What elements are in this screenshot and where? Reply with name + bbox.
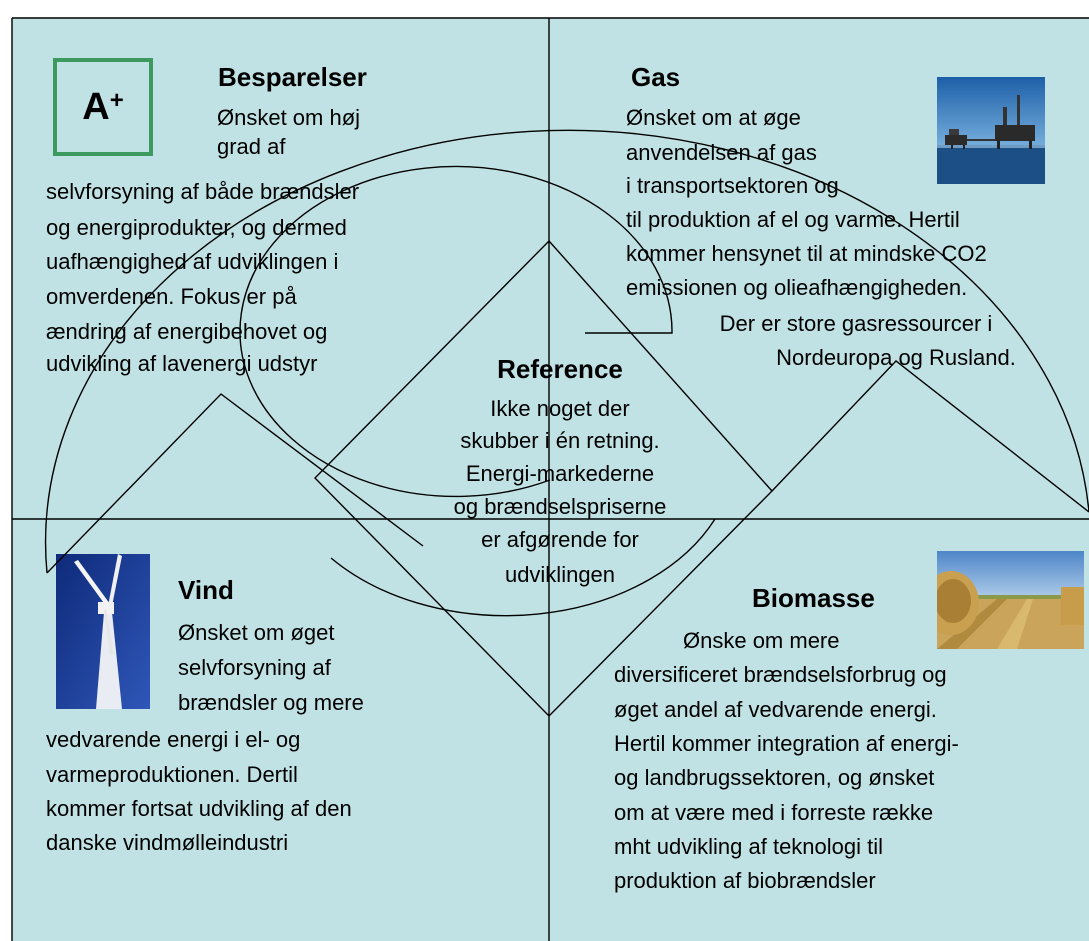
biomasse-line: om at være med i forreste række <box>614 800 934 825</box>
reference-line: skubber i én retning. <box>460 428 660 453</box>
reference-line: Energi-markederne <box>465 461 655 486</box>
inner-circle-arc <box>239 165 673 498</box>
biomasse-line: mht udvikling af teknologi til <box>614 834 884 859</box>
besparelser-line: udvikling af lavenergi udstyr <box>46 351 318 376</box>
biomasse-line: og landbrugssektoren, og ønsket <box>614 765 935 790</box>
biomasse-line: Ønske om mere <box>683 628 840 653</box>
biomasse-line: øget andel af vedvarende energi. <box>614 697 937 722</box>
energy-label-main: A <box>82 85 110 128</box>
vind-line: Ønsket om øget <box>178 620 335 645</box>
besparelser-line: og energiprodukter, og dermed <box>46 215 347 240</box>
hay-bales-field-photo <box>937 551 1084 649</box>
gas-line: i transportsektoren og <box>626 173 839 198</box>
biomasse-line: diversificeret brændselsforbrug og <box>614 662 947 687</box>
reference-line: er afgørende for <box>481 527 639 552</box>
biomasse-line: produktion af biobrændsler <box>614 868 876 893</box>
gas-line: Der er store gasressourcer i <box>719 311 993 336</box>
reference-line: Ikke noget der <box>490 396 630 421</box>
vind-line: selvforsyning af <box>178 655 331 680</box>
gas-line: til produktion af el og varme. Hertil <box>626 207 960 232</box>
vind-line: brændsler og mere <box>178 690 364 715</box>
gas-line: Ønsket om at øge <box>626 105 801 130</box>
offshore-gas-platform-photo <box>937 77 1045 184</box>
vind-line: vedvarende energi i el- og <box>46 727 301 752</box>
central-diamond <box>314 239 773 717</box>
energy-label-sup: + <box>109 87 124 114</box>
vind-line: danske vindmølleindustri <box>46 830 289 855</box>
diagram-panel <box>12 18 1089 941</box>
energy-label-icon: A+ <box>53 58 153 156</box>
besparelser-line: Ønsket om høj <box>217 105 361 130</box>
reference-title: Reference <box>497 354 623 384</box>
right-cycle-arrow <box>771 360 1089 513</box>
reference-line: udviklingen <box>504 562 616 587</box>
gas-line: emissionen og olieafhængigheden. <box>626 275 968 300</box>
gas-title: Gas <box>631 62 681 92</box>
gas-line: Nordeuropa og Rusland. <box>776 345 1016 370</box>
besparelser-title: Besparelser <box>218 62 367 92</box>
vind-line: kommer fortsat udvikling af den <box>46 796 352 821</box>
outer-cycle-arc <box>44 129 1089 574</box>
biomasse-line: Hertil kommer integration af energi- <box>614 731 959 756</box>
vind-line: varmeproduktionen. Dertil <box>46 762 298 787</box>
lower-circle-arc <box>330 518 716 617</box>
gas-line: anvendelsen af gas <box>626 140 817 165</box>
reference-line: og brændselspriserne <box>453 494 667 519</box>
besparelser-line: uafhængighed af udviklingen i <box>46 249 339 274</box>
left-cycle-arrow <box>46 393 424 574</box>
biomasse-title: Biomasse <box>752 583 875 613</box>
wind-turbine-photo <box>56 554 150 709</box>
besparelser-line: grad af <box>217 134 286 159</box>
besparelser-line: omverdenen. Fokus er på <box>46 284 297 309</box>
gas-line: kommer hensynet til at mindske CO2 <box>626 241 987 266</box>
vind-title: Vind <box>178 575 234 605</box>
